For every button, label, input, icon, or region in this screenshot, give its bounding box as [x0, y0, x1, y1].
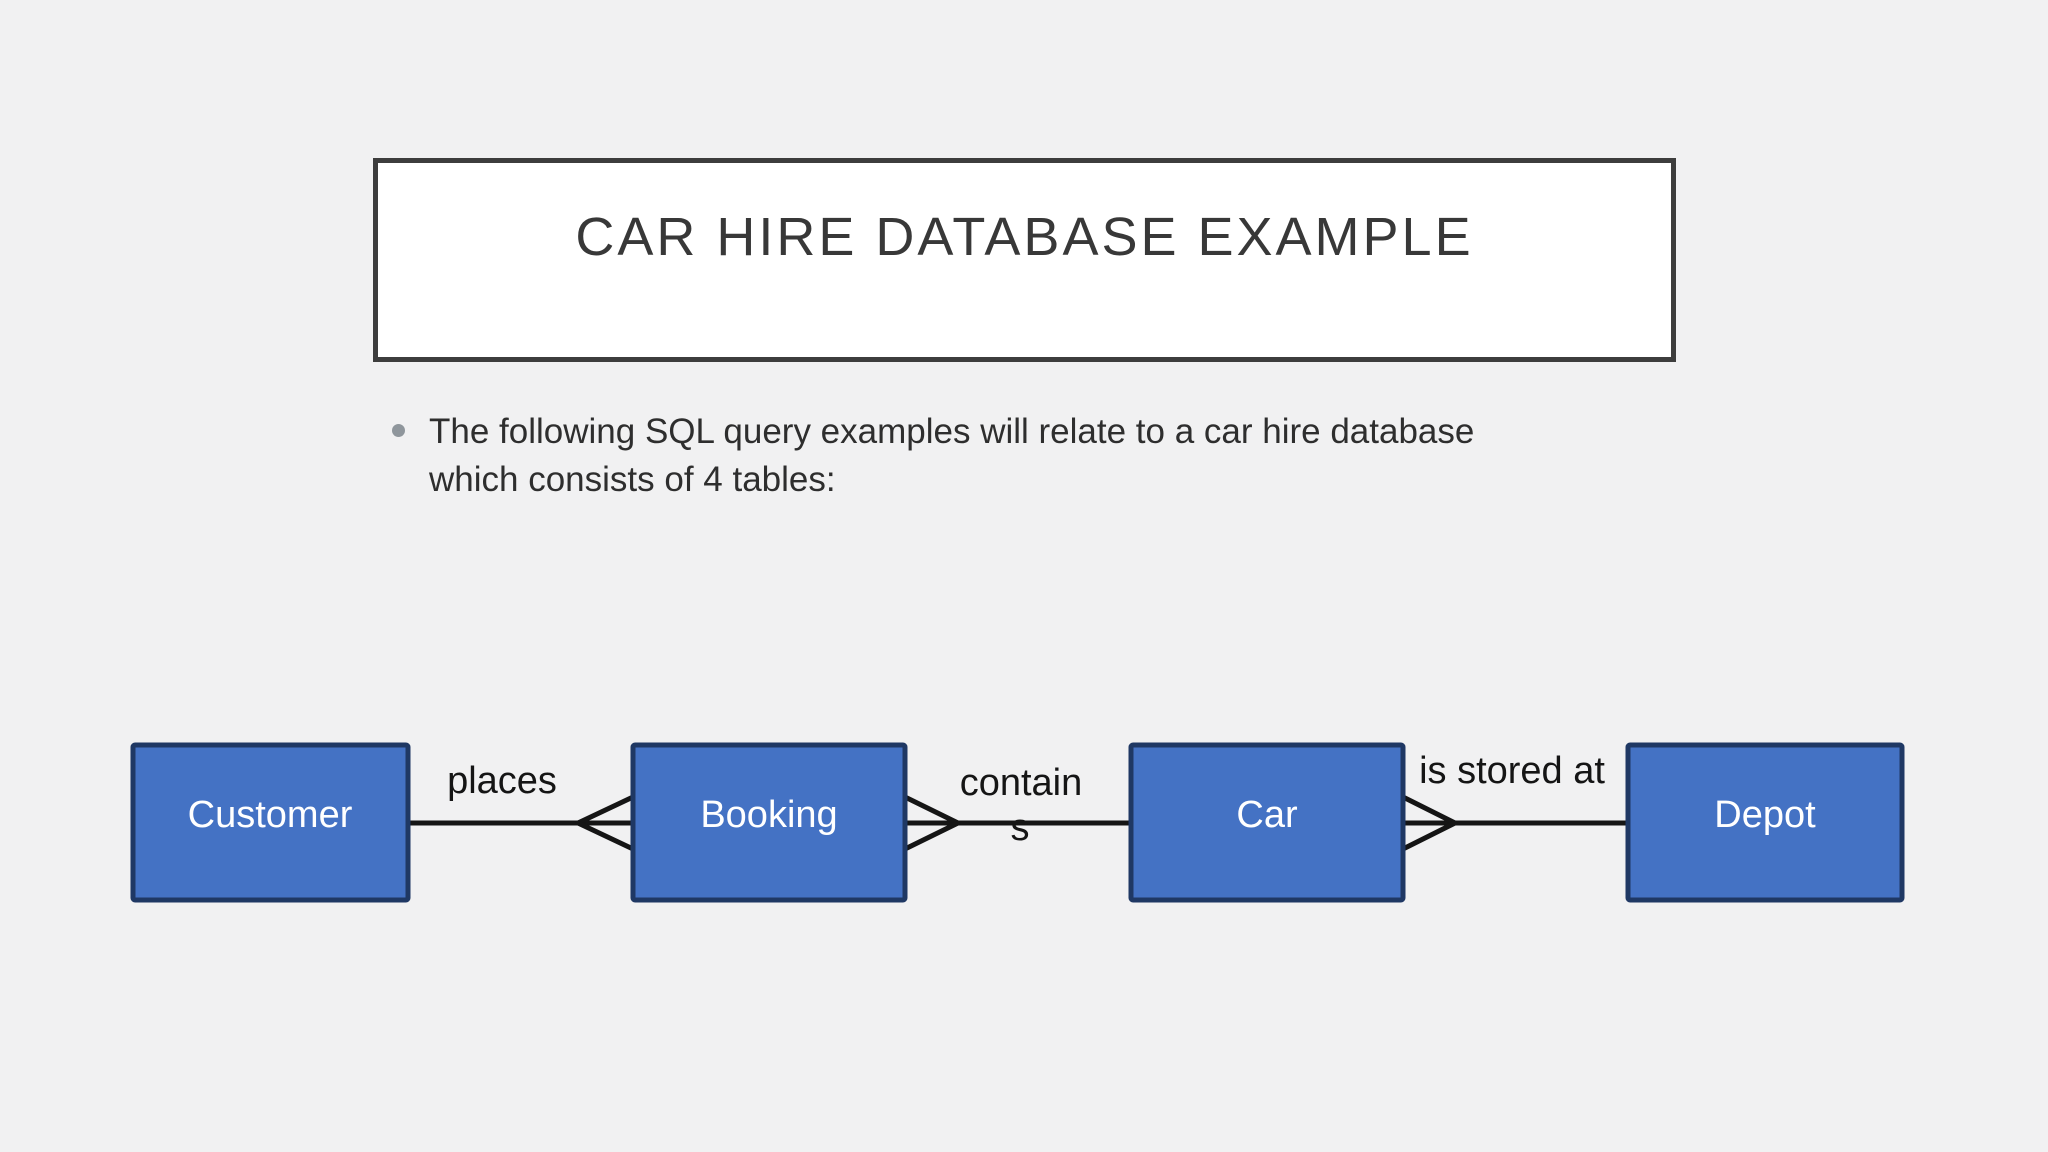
- crow-foot-prong: [575, 794, 636, 826]
- entity-depot: Depot: [1625, 742, 1905, 903]
- title-box: CAR HIRE DATABASE EXAMPLE: [373, 158, 1676, 362]
- entity-box: [1128, 742, 1406, 903]
- entity-box: [130, 742, 411, 903]
- entity-customer: Customer: [130, 742, 411, 903]
- relationship-label-contains-line2: s: [1011, 807, 1030, 849]
- relationship-label-places: places: [447, 760, 557, 802]
- entity-car: Car: [1128, 742, 1406, 903]
- bullet-item: The following SQL query examples will re…: [392, 408, 1632, 504]
- entity-box: [630, 742, 908, 903]
- page-title: CAR HIRE DATABASE EXAMPLE: [575, 207, 1474, 267]
- crow-foot-prong: [1400, 820, 1458, 852]
- bullet-marker: [392, 424, 405, 437]
- bullet-text-line-1: The following SQL query examples will re…: [429, 412, 1475, 451]
- entity-label: Car: [1236, 794, 1298, 836]
- crow-foot-prong: [575, 820, 636, 852]
- crow-foot-prong: [1400, 794, 1458, 826]
- connector-contains: contain s: [902, 762, 1134, 852]
- bullet-text: The following SQL query examples will re…: [429, 408, 1474, 504]
- bullet-text-line-2: which consists of 4 tables:: [429, 460, 836, 499]
- entity-label: Booking: [700, 794, 837, 836]
- relationship-label-is-stored-at: is stored at: [1419, 750, 1605, 792]
- relationship-label-contains-line1: contain: [960, 762, 1083, 804]
- entity-box: [1625, 742, 1905, 903]
- crow-foot-prong: [902, 820, 961, 852]
- entity-booking: Booking: [630, 742, 908, 903]
- connector-is-stored-at: is stored at: [1400, 750, 1631, 852]
- entity-label: Customer: [188, 794, 353, 836]
- entity-label: Depot: [1714, 794, 1816, 836]
- crow-foot-prong: [902, 794, 961, 826]
- connector-places: places: [405, 760, 636, 852]
